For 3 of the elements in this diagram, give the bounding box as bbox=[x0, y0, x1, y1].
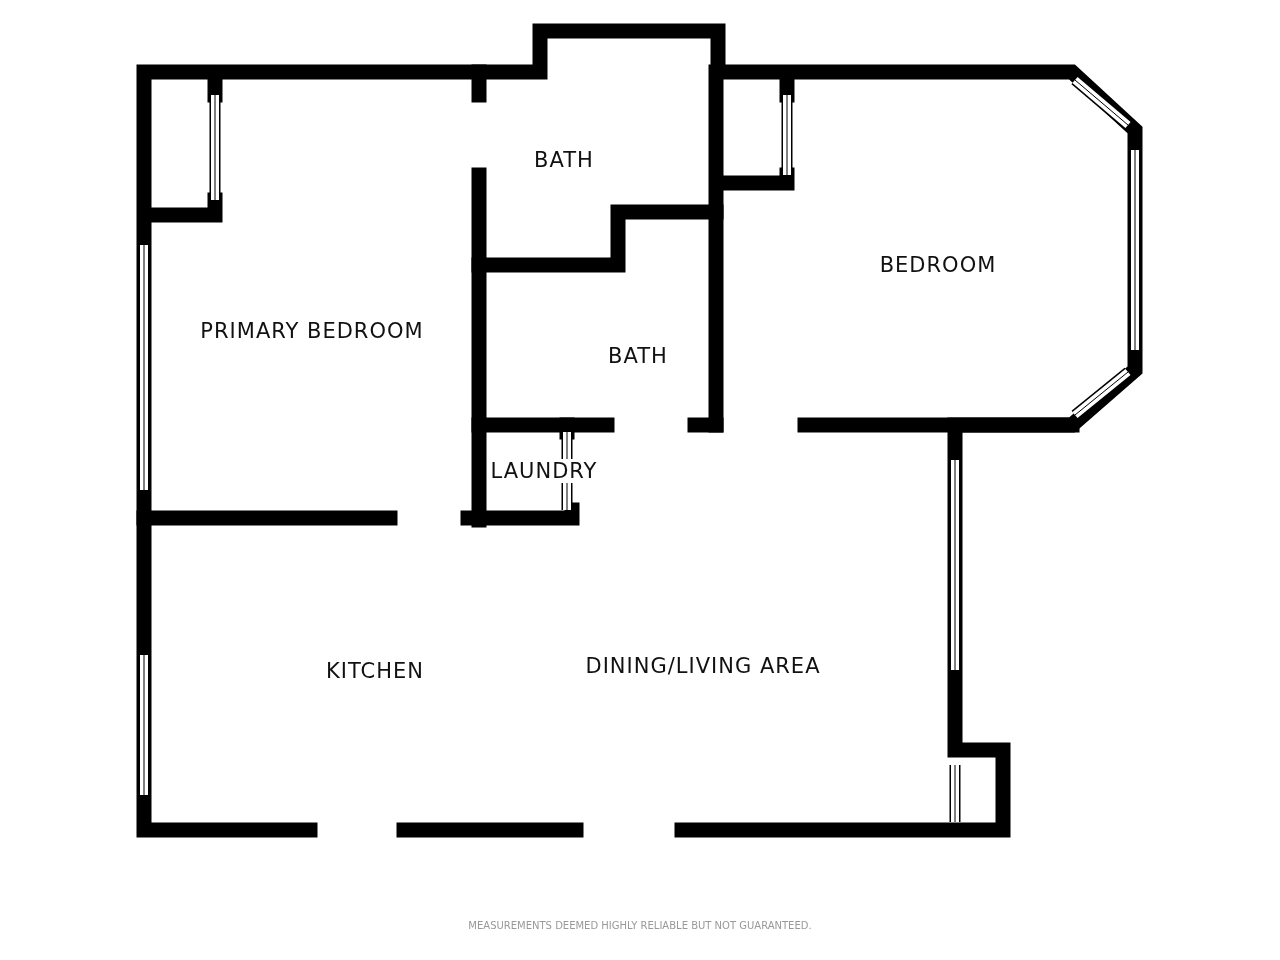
room-label: DINING/LIVING AREA bbox=[584, 654, 822, 678]
room-label: LAUNDRY bbox=[489, 459, 599, 483]
footer-note: MEASUREMENTS DEEMED HIGHLY RELIABLE BUT NOT GUARANTEED. bbox=[468, 920, 812, 931]
